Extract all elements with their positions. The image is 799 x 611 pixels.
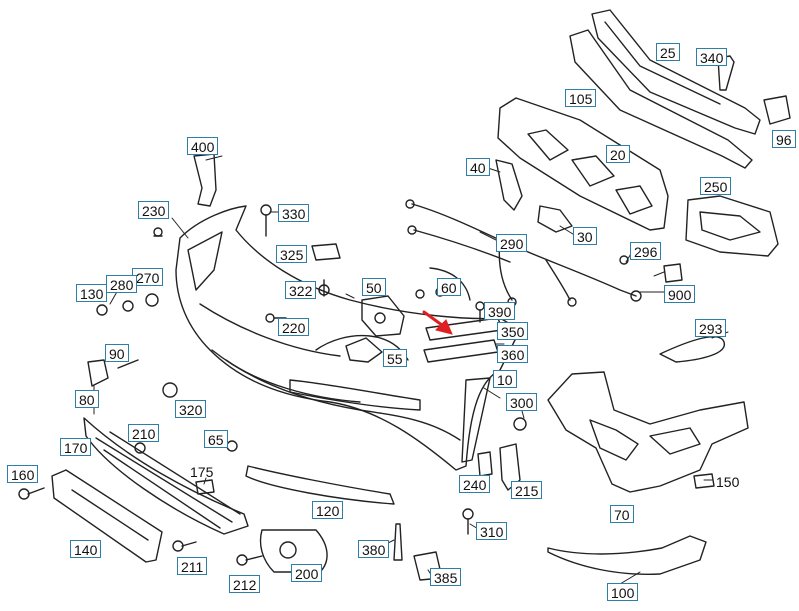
callout-65: 65 (204, 430, 228, 448)
trim-strip-part (461, 377, 491, 463)
callout-120: 120 (312, 501, 344, 519)
callout-296: 296 (630, 242, 662, 260)
sensor-holder-part (361, 295, 405, 337)
callout-160: 160 (7, 465, 39, 483)
callout-40: 40 (466, 158, 490, 176)
wiring-harness-part (405, 199, 642, 307)
license-plate-holder-part (51, 469, 163, 563)
callout-322: 322 (285, 281, 317, 299)
clip-part (477, 451, 493, 477)
callout-60: 60 (437, 278, 461, 296)
callout-270: 270 (132, 268, 164, 286)
callout-360: 360 (497, 345, 529, 363)
cover-part (345, 337, 383, 363)
callout-250: 250 (700, 177, 732, 195)
callout-100: 100 (607, 583, 639, 601)
cover-part (87, 359, 109, 387)
lower-grille-part (83, 417, 249, 535)
callout-55: 55 (383, 349, 407, 367)
callout-220: 220 (278, 318, 310, 336)
callout-240: 240 (459, 475, 491, 493)
cap-part (763, 95, 791, 125)
callout-293: 293 (695, 319, 727, 337)
mounting-bracket-part (547, 371, 749, 493)
callout-380: 380 (358, 540, 390, 558)
callout-900: 900 (664, 285, 696, 303)
callout-90: 90 (105, 344, 129, 362)
callout-290: 290 (496, 234, 528, 252)
callout-310: 310 (476, 522, 508, 540)
callout-10: 10 (493, 370, 517, 388)
callout-50: 50 (362, 278, 386, 296)
callout-385: 385 (430, 568, 462, 586)
callout-150: 150 (716, 474, 740, 490)
impact-absorber-part (497, 97, 669, 231)
reinforcement-bar-part (569, 9, 761, 169)
callout-390: 390 (484, 302, 516, 320)
callout-170: 170 (60, 438, 92, 456)
callout-200: 200 (291, 564, 323, 582)
callout-70: 70 (610, 505, 634, 523)
callout-340: 340 (696, 48, 728, 66)
callout-230: 230 (138, 201, 170, 219)
side-bracket-part (685, 195, 779, 257)
callout-211: 211 (177, 557, 208, 575)
callout-105: 105 (565, 89, 597, 107)
callout-350: 350 (497, 322, 529, 340)
trim-piece-part (495, 159, 523, 211)
lower-spoiler-part (547, 535, 707, 575)
callout-330: 330 (278, 204, 310, 222)
trim-piece-part (537, 205, 573, 233)
callout-80: 80 (75, 390, 99, 408)
bracket-part (717, 55, 735, 91)
cable-tie-part (659, 335, 725, 363)
callout-30: 30 (573, 227, 597, 245)
callout-325: 325 (276, 245, 308, 263)
callout-25: 25 (656, 43, 680, 61)
trim-strip-part (245, 465, 395, 505)
callout-210: 210 (128, 424, 160, 442)
callout-300: 300 (506, 393, 538, 411)
callout-400: 400 (187, 137, 219, 155)
callout-320: 320 (175, 400, 207, 418)
callout-96: 96 (772, 130, 796, 148)
bumper-cover-part (175, 205, 521, 471)
callout-140: 140 (70, 540, 102, 558)
callout-280: 280 (106, 275, 138, 293)
callout-130: 130 (76, 284, 108, 302)
grille-strip-part (423, 317, 503, 363)
callout-212: 212 (229, 575, 261, 593)
callout-175: 175 (190, 464, 214, 480)
fastener-parts (18, 204, 715, 566)
callout-20: 20 (606, 145, 630, 163)
highlight-arrow (422, 310, 453, 335)
bracket-part (193, 153, 217, 207)
callout-215: 215 (511, 481, 543, 499)
